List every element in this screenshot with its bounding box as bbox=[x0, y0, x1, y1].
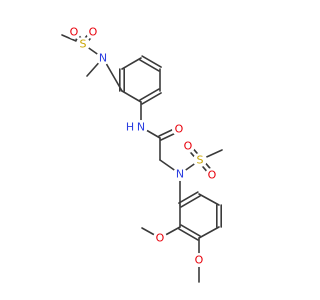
atom-background bbox=[173, 167, 187, 181]
atom-background bbox=[67, 25, 81, 39]
atom-background bbox=[192, 253, 206, 267]
bond-single bbox=[198, 226, 220, 239]
bond-double bbox=[178, 191, 199, 204]
bond-double bbox=[180, 195, 201, 208]
atom-label-n: N bbox=[99, 52, 107, 65]
bond-double bbox=[141, 55, 162, 68]
atom-background bbox=[181, 139, 195, 153]
atom-background bbox=[76, 37, 90, 51]
atom-background bbox=[193, 153, 207, 167]
atom-label-s: S bbox=[80, 38, 87, 51]
atom-background bbox=[86, 25, 100, 39]
atom-label-o: O bbox=[195, 254, 204, 267]
bond-double bbox=[139, 59, 160, 72]
atom-label-o: O bbox=[175, 123, 184, 136]
bond-double bbox=[139, 88, 160, 101]
atom-label-o: O bbox=[208, 169, 217, 182]
bond-single bbox=[121, 90, 142, 103]
atom-label-o: O bbox=[70, 26, 79, 39]
bond-double bbox=[180, 224, 201, 237]
atom-label-n: N bbox=[176, 168, 184, 181]
atom-background bbox=[172, 122, 186, 136]
atom-label-o: O bbox=[89, 26, 98, 39]
atom-background bbox=[96, 51, 110, 65]
atom-label-o: O bbox=[156, 232, 165, 245]
atom-background bbox=[153, 231, 167, 245]
bond-single bbox=[198, 193, 220, 206]
bond-double bbox=[141, 92, 162, 105]
atom-label-h: H bbox=[126, 121, 134, 134]
atom-label-o: O bbox=[184, 140, 193, 153]
atom-background bbox=[134, 120, 148, 134]
atom-label-n: N bbox=[137, 121, 145, 134]
bond-single bbox=[121, 57, 142, 70]
atom-background bbox=[205, 168, 219, 182]
atom-label-s: S bbox=[197, 154, 204, 167]
atom-background bbox=[123, 120, 137, 134]
bond-double bbox=[178, 228, 199, 241]
